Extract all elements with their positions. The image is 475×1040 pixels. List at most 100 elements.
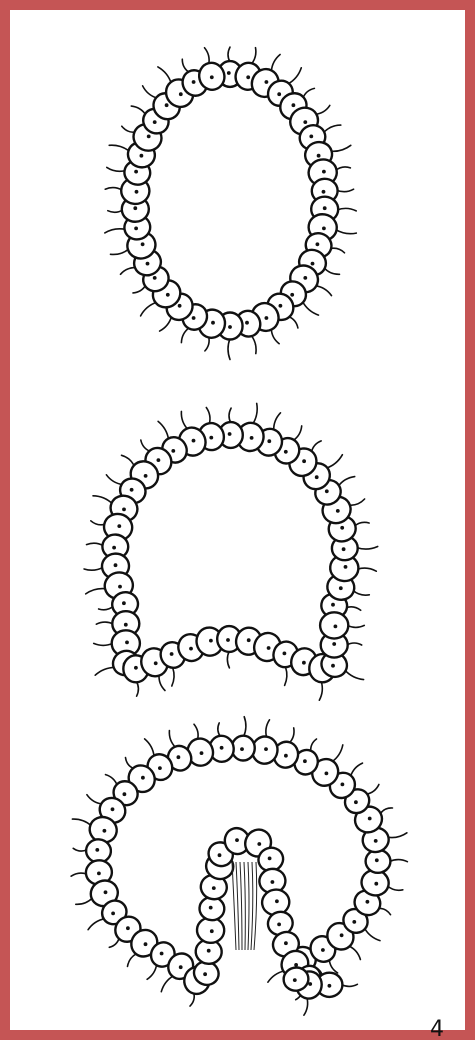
- cell-nucleus: [322, 190, 326, 194]
- cilium: [158, 421, 169, 439]
- cilium: [347, 625, 364, 627]
- cilium: [108, 210, 123, 212]
- cilium: [319, 681, 322, 700]
- cell-nucleus: [257, 842, 261, 846]
- cell-nucleus: [154, 661, 158, 665]
- cilium: [337, 189, 354, 192]
- cell-nucleus: [309, 135, 313, 139]
- cell-nucleus: [160, 952, 164, 956]
- cell-ring: [120, 60, 338, 340]
- groove-line: [236, 862, 239, 950]
- cell-nucleus: [111, 807, 115, 811]
- cilium: [161, 976, 173, 992]
- cell-nucleus: [341, 783, 345, 787]
- cell-nucleus: [303, 276, 307, 280]
- cell-nucleus: [209, 639, 213, 643]
- cell-nucleus: [368, 817, 372, 821]
- cell-nucleus: [302, 459, 306, 463]
- cilium: [329, 959, 337, 973]
- cell-nucleus: [323, 206, 327, 210]
- cell-nucleus: [332, 642, 336, 646]
- cilium: [72, 819, 91, 826]
- cell-nucleus: [170, 652, 174, 656]
- late-gastrula-drawing: [71, 717, 407, 1016]
- cell-nucleus: [134, 666, 138, 670]
- ventral-cilia: [172, 667, 287, 686]
- cell-nucleus: [134, 227, 138, 231]
- cell-nucleus: [158, 766, 162, 770]
- cell-nucleus: [336, 509, 340, 513]
- groove-line: [244, 862, 245, 950]
- groove-line: [248, 862, 249, 950]
- cell-nucleus: [211, 321, 215, 325]
- cilium: [366, 785, 379, 795]
- cilium: [336, 230, 357, 234]
- cilium: [205, 48, 210, 64]
- cell-nucleus: [117, 524, 121, 528]
- cell-nucleus: [122, 601, 126, 605]
- cell-nucleus: [375, 858, 379, 862]
- cilium: [364, 928, 380, 941]
- cilium: [87, 543, 104, 546]
- cilium: [206, 408, 210, 425]
- cilium: [357, 547, 378, 550]
- cell-nucleus: [228, 325, 232, 329]
- cell-nucleus: [153, 120, 157, 124]
- cell-nucleus: [177, 755, 181, 759]
- cilium: [266, 720, 270, 738]
- cilium: [268, 971, 285, 982]
- cell-nucleus: [218, 853, 222, 857]
- cilium: [244, 717, 246, 737]
- cell-nucleus: [374, 882, 378, 886]
- cilium: [324, 268, 340, 275]
- cell-nucleus: [104, 890, 108, 894]
- cell-nucleus: [200, 751, 204, 755]
- cilium: [351, 763, 363, 776]
- cilium: [251, 48, 256, 64]
- cilium: [71, 873, 87, 876]
- cilium: [76, 898, 93, 905]
- cell-nucleus: [268, 857, 272, 861]
- cilium: [143, 86, 158, 98]
- cilium: [145, 739, 155, 757]
- cilium: [323, 125, 340, 133]
- cilium: [105, 188, 122, 191]
- cilium: [128, 953, 137, 966]
- cell-nucleus: [264, 747, 268, 751]
- cell-nucleus: [97, 872, 101, 876]
- cilium: [181, 328, 189, 343]
- cell-nucleus: [271, 880, 275, 884]
- cilium: [330, 248, 344, 253]
- cell-nucleus: [334, 625, 338, 629]
- cell-nucleus: [133, 206, 137, 210]
- cell-nucleus: [210, 929, 214, 933]
- cilium: [387, 886, 403, 890]
- cell-nucleus: [344, 565, 348, 569]
- cell-nucleus: [130, 488, 134, 492]
- cell-nucleus: [203, 972, 207, 976]
- cilium: [106, 475, 122, 485]
- cell-nucleus: [325, 489, 329, 493]
- cell-nucleus: [279, 304, 283, 308]
- cell-nucleus: [293, 978, 297, 982]
- groove-line: [240, 862, 242, 950]
- cell-nucleus: [354, 800, 358, 804]
- corner-label: 4: [430, 1017, 444, 1040]
- cilium: [357, 568, 376, 571]
- cilium: [160, 316, 172, 331]
- cell-nucleus: [140, 154, 144, 158]
- cilium: [87, 795, 102, 804]
- cell-nucleus: [134, 170, 138, 174]
- cilium: [93, 496, 112, 504]
- cilium: [251, 335, 256, 353]
- cilium: [345, 670, 364, 680]
- cilium: [147, 964, 157, 979]
- cilium: [228, 339, 230, 360]
- cell-nucleus: [284, 754, 288, 758]
- cilium: [353, 590, 369, 595]
- cell-nucleus: [179, 92, 183, 96]
- cell-nucleus: [328, 984, 332, 988]
- cilium: [169, 731, 175, 748]
- cell-nucleus: [267, 646, 271, 650]
